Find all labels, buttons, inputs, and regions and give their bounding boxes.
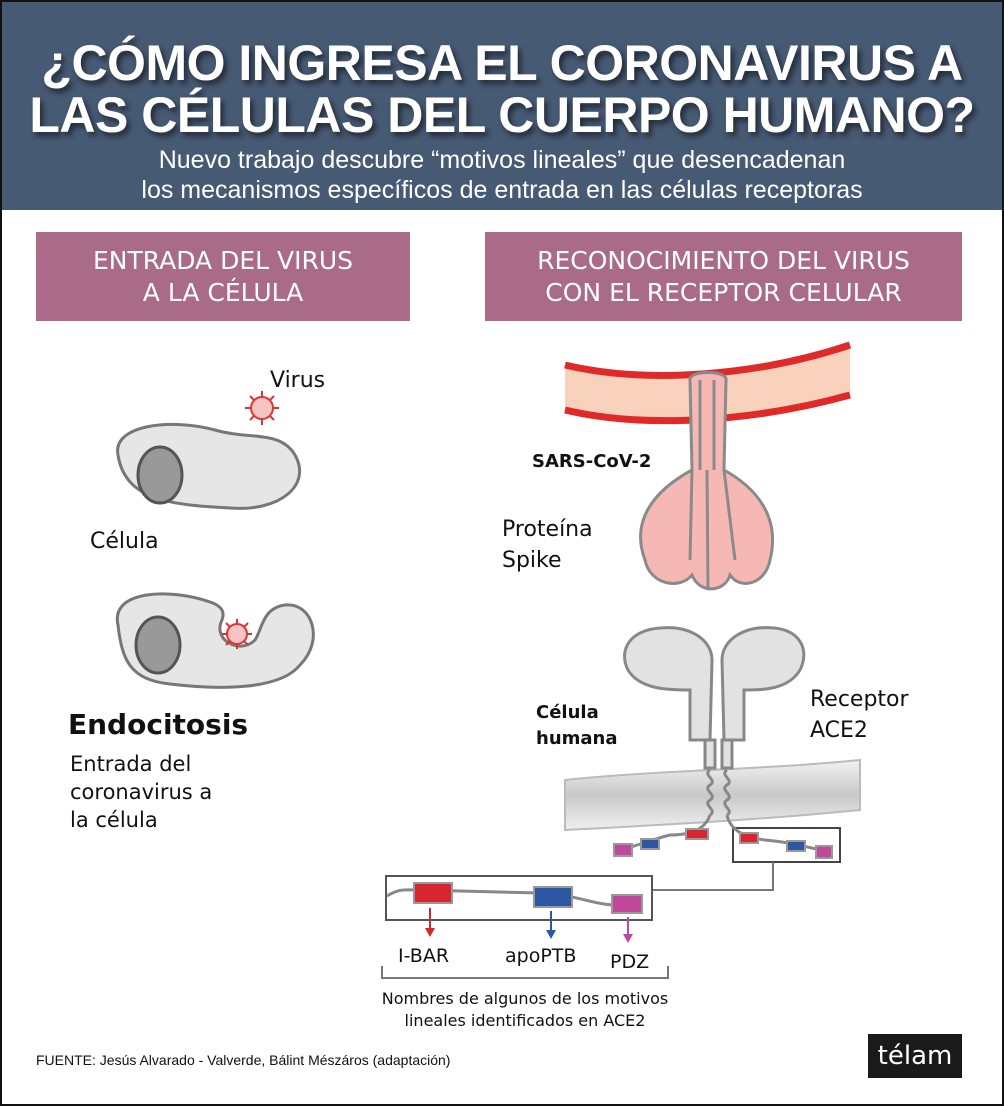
telam-logo: télam [868, 1034, 962, 1078]
left-heading-line-2: A LA CÉLULA [142, 277, 304, 307]
endocytosis-cell-icon [115, 592, 315, 689]
motif-chain-right [652, 814, 841, 891]
right-heading-line-2: CON EL RECEPTOR CELULAR [545, 277, 902, 307]
receptor-label: Receptor ACE2 [810, 684, 909, 746]
virus-icon [245, 391, 279, 425]
title-line-2: LAS CÉLULAS DEL CUERPO HUMANO? [29, 87, 975, 143]
motif-label-i-bar: I-BAR [398, 945, 450, 967]
human-cell-label: Célula humana [536, 700, 618, 752]
source-credit: FUENTE: Jesús Alvarado - Valverde, Bálin… [36, 1052, 451, 1068]
subtitle: Nuevo trabajo descubre “motivos lineales… [0, 145, 1004, 205]
virus-name-label: SARS-CoV-2 [532, 451, 652, 472]
left-heading-line-1: ENTRADA DEL VIRUS [92, 245, 354, 275]
human-cell-label-line: humana [536, 728, 618, 749]
apoptb-motif [533, 886, 573, 908]
caption-line-1: Nombres de algunos de los motivos [381, 989, 669, 1008]
spike-protein-icon [639, 371, 775, 591]
virus-label: Virus [270, 368, 326, 393]
motif-label-pdz: PDZ [610, 951, 650, 973]
ace2-receptor-icon [623, 626, 806, 817]
right-heading-line-1: RECONOCIMIENTO DEL VIRUS [537, 245, 910, 275]
motif-label-apoptb: apoPTB [505, 945, 577, 967]
human-cell-label-line: Célula [536, 702, 599, 723]
spike-label: Proteína Spike [502, 514, 593, 576]
desc-line: coronavirus a [70, 780, 213, 804]
caption-line-2: lineales identificados en ACE2 [404, 1011, 646, 1030]
i-bar-motif [413, 882, 453, 904]
motif-bracket [381, 966, 669, 979]
virus-entering-icon [222, 619, 252, 649]
motifs-caption: Nombres de algunos de los motivos lineal… [330, 988, 720, 1032]
desc-line: Entrada del [70, 752, 192, 776]
desc-line: la célula [70, 808, 158, 832]
cell-label: Célula [90, 529, 159, 554]
endocytosis-title: Endocitosis [68, 708, 249, 741]
header-banner: ¿CÓMO INGRESA EL CORONAVIRUS A LAS CÉLUL… [0, 0, 1004, 210]
cell-icon [116, 422, 302, 510]
motif-chain-left [613, 814, 712, 857]
receptor-label-line: ACE2 [810, 718, 868, 743]
spike-label-line: Proteína [502, 517, 593, 542]
title-line-1: ¿CÓMO INGRESA EL CORONAVIRUS A [41, 35, 963, 91]
subtitle-line-2: los mecanismos específicos de entrada en… [141, 176, 863, 204]
motif-chain-zoomed [381, 875, 669, 979]
endocytosis-description: Entrada del coronavirus a la célula [70, 750, 212, 834]
subtitle-line-1: Nuevo trabajo descubre “motivos lineales… [158, 146, 846, 174]
receptor-label-line: Receptor [810, 687, 909, 712]
pdz-motif [611, 894, 643, 914]
spike-label-line: Spike [502, 548, 562, 573]
